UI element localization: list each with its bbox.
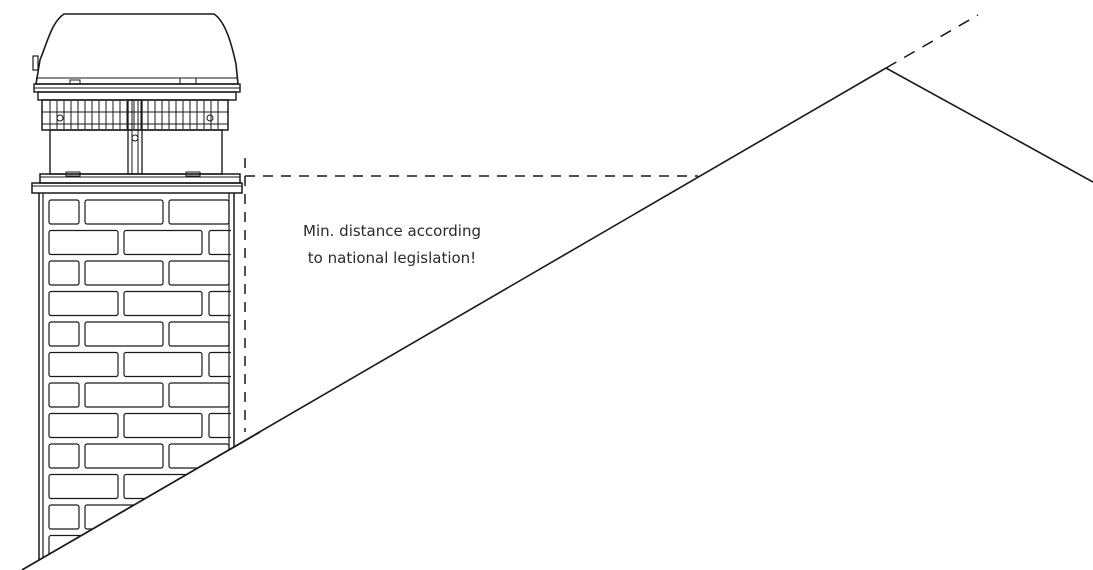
brick bbox=[84, 382, 164, 408]
brick bbox=[208, 290, 231, 317]
brick bbox=[48, 351, 119, 378]
roof-mask bbox=[22, 447, 260, 570]
brick bbox=[48, 260, 80, 286]
brick bbox=[123, 290, 203, 317]
ridge-extension-dashed bbox=[885, 14, 979, 69]
brick bbox=[48, 290, 119, 317]
brick bbox=[168, 260, 230, 286]
brick bbox=[208, 351, 231, 378]
brick bbox=[168, 199, 230, 225]
brick bbox=[123, 412, 203, 439]
annotation-line-1: Min. distance according bbox=[303, 222, 481, 240]
brick bbox=[48, 412, 119, 439]
roof-left-slope-over bbox=[21, 431, 261, 570]
annotation-line-2: to national legislation! bbox=[308, 249, 476, 267]
chimney-cap-plate bbox=[31, 182, 243, 194]
brick bbox=[208, 412, 231, 439]
chimney bbox=[21, 182, 261, 570]
brick bbox=[84, 443, 164, 469]
brick bbox=[123, 229, 203, 256]
brick bbox=[84, 260, 164, 286]
brick bbox=[48, 443, 80, 469]
fan-grille bbox=[49, 101, 219, 129]
distance-indicator bbox=[244, 158, 698, 432]
brick bbox=[84, 199, 164, 225]
fan-hood bbox=[35, 13, 239, 85]
brick bbox=[48, 229, 119, 256]
brick bbox=[208, 229, 231, 256]
brick bbox=[84, 321, 164, 347]
brick bbox=[168, 382, 230, 408]
brick bbox=[123, 351, 203, 378]
brick bbox=[48, 321, 80, 347]
brick bbox=[48, 199, 80, 225]
brick bbox=[168, 321, 230, 347]
roof-right-slope bbox=[885, 67, 1093, 183]
roof-fan-icon bbox=[32, 13, 241, 184]
brick bbox=[48, 382, 80, 408]
brick bbox=[48, 473, 119, 500]
brick bbox=[48, 504, 80, 530]
